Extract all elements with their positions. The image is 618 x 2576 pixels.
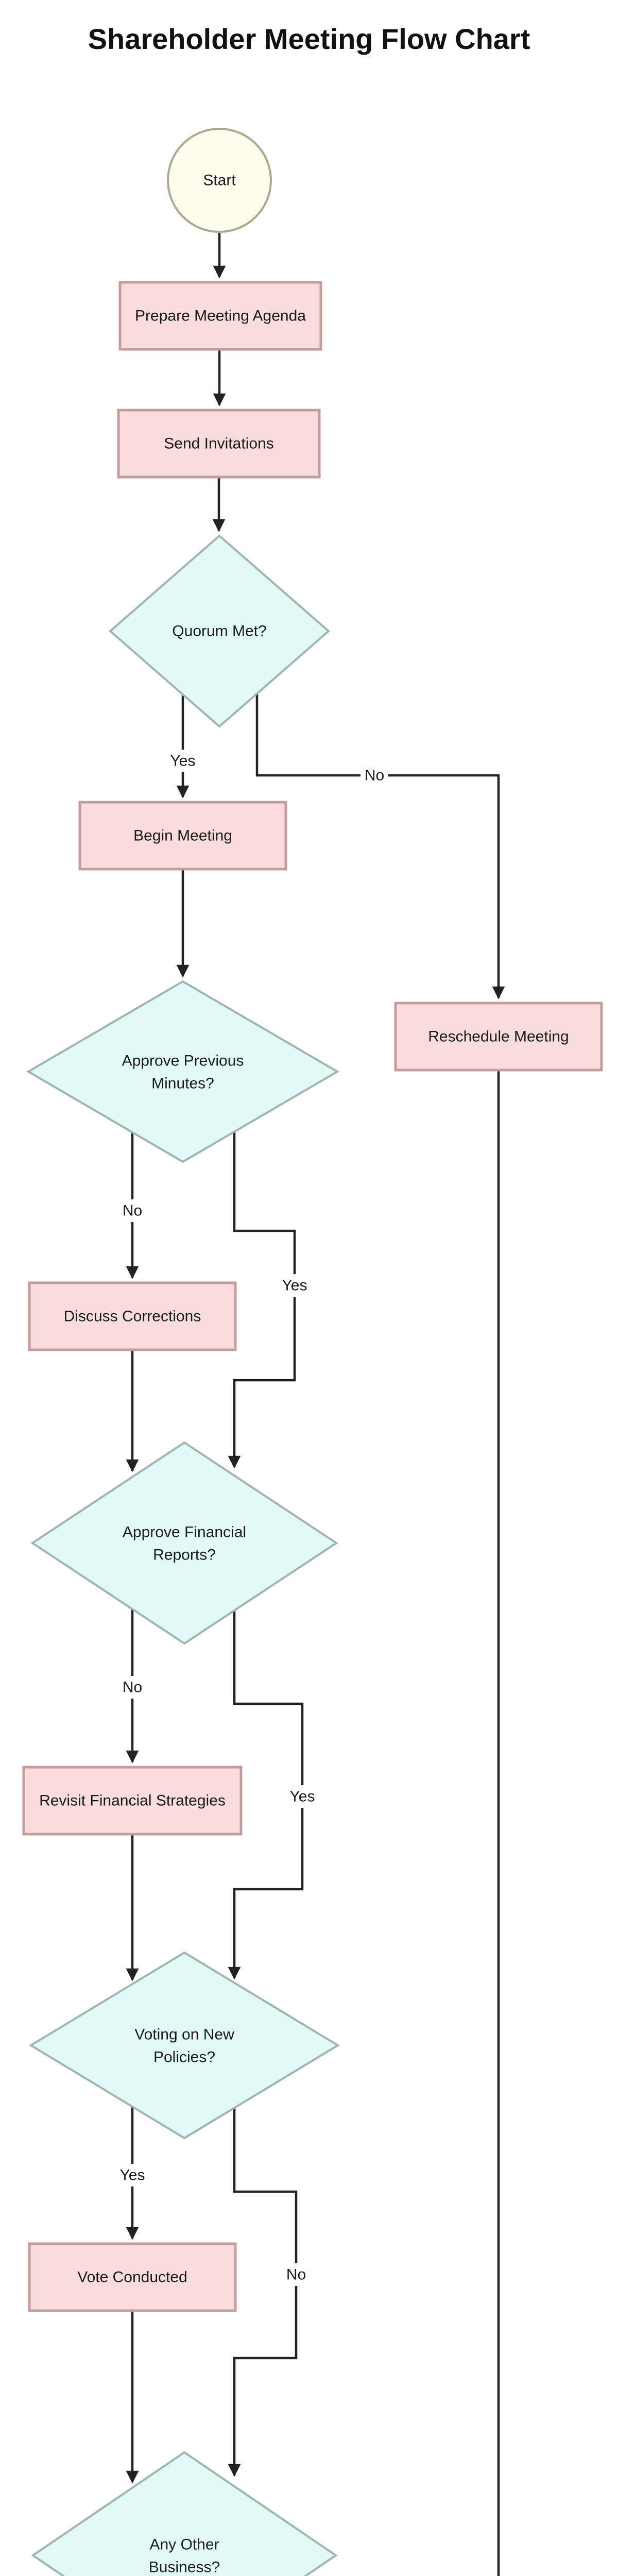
edge-voting-no-to-other-business bbox=[228, 2108, 298, 2477]
edge-quorum-no-to-reschedule bbox=[255, 664, 505, 999]
node-revisit-financial-strategies: Revisit Financial Strategies bbox=[22, 1766, 243, 1836]
node-approve-financial-reports-label-line1: Approve Financial bbox=[123, 1524, 246, 1541]
node-vote-conducted: Vote Conducted bbox=[28, 2242, 237, 2312]
node-any-other-business-label-line1: Any Other bbox=[149, 2536, 219, 2553]
node-send-invitations: Send Invitations bbox=[117, 409, 321, 479]
node-reschedule-meeting-label: Reschedule Meeting bbox=[428, 1028, 569, 1045]
node-quorum-met: Quorum Met? bbox=[108, 534, 331, 728]
node-prepare-agenda: Prepare Meeting Agenda bbox=[118, 281, 322, 351]
node-voting-new-policies-label-line1: Voting on New bbox=[134, 2026, 234, 2043]
node-revisit-financial-strategies-label: Revisit Financial Strategies bbox=[39, 1792, 226, 1809]
node-any-other-business: Any Other Business? bbox=[31, 2451, 338, 2576]
edge-minutes-yes-to-financial-reports bbox=[228, 1101, 296, 1469]
edge-label-text: Yes bbox=[290, 1788, 315, 1805]
edge-label-bg bbox=[167, 750, 198, 772]
process-shape bbox=[394, 1002, 603, 1072]
edge-label-bg bbox=[287, 1785, 318, 1808]
edge-label-text: Yes bbox=[282, 1277, 307, 1294]
process-shape bbox=[28, 2242, 237, 2312]
node-begin-meeting-label: Begin Meeting bbox=[133, 827, 232, 844]
decision-shape bbox=[31, 2451, 338, 2576]
node-discuss-corrections: Discuss Corrections bbox=[28, 1281, 237, 1351]
edge-label-financial-yes: Yes bbox=[287, 1785, 318, 1808]
edge-label-bg bbox=[360, 764, 388, 787]
edge-label-text: No bbox=[123, 1202, 142, 1219]
decision-shape bbox=[29, 1951, 340, 2140]
node-approve-previous-minutes: Approve Previous Minutes? bbox=[26, 980, 339, 1163]
edge-label-quorum-yes: Yes bbox=[167, 750, 198, 772]
node-reschedule-meeting: Reschedule Meeting bbox=[394, 1002, 603, 1072]
process-shape bbox=[117, 409, 321, 479]
edge-label-voting-no: No bbox=[282, 2263, 310, 2286]
edge-label-bg bbox=[118, 1199, 146, 1222]
process-shape bbox=[28, 1281, 237, 1351]
node-quorum-met-label: Quorum Met? bbox=[172, 623, 266, 640]
node-approve-previous-minutes-label-line1: Approve Previous bbox=[122, 1053, 244, 1070]
page-title: Shareholder Meeting Flow Chart bbox=[88, 23, 530, 55]
start-terminal-shape bbox=[167, 128, 272, 233]
node-voting-new-policies-label-line2: Policies? bbox=[153, 2049, 215, 2066]
node-voting-new-policies: Voting on New Policies? bbox=[29, 1951, 340, 2140]
node-start: Start bbox=[167, 128, 272, 233]
decision-shape bbox=[26, 980, 339, 1163]
edge-label-bg bbox=[279, 1274, 310, 1297]
node-send-invitations-label: Send Invitations bbox=[164, 435, 273, 452]
node-start-label: Start bbox=[203, 172, 236, 189]
node-vote-conducted-label: Vote Conducted bbox=[77, 2269, 187, 2286]
edge-label-text: No bbox=[365, 767, 384, 784]
edge-label-quorum-no: No bbox=[360, 764, 388, 787]
edge-label-text: No bbox=[123, 1679, 142, 1696]
edge-label-text: No bbox=[286, 2266, 306, 2283]
node-approve-previous-minutes-label-line2: Minutes? bbox=[151, 1075, 214, 1092]
edge-label-text: Yes bbox=[120, 2167, 145, 2184]
process-shape bbox=[78, 801, 287, 871]
node-prepare-agenda-label: Prepare Meeting Agenda bbox=[135, 308, 306, 325]
node-discuss-corrections-label: Discuss Corrections bbox=[64, 1308, 201, 1325]
edge-label-minutes-no: No bbox=[118, 1199, 146, 1222]
node-any-other-business-label-line2: Business? bbox=[149, 2559, 220, 2576]
edge-label-financial-no: No bbox=[118, 1676, 146, 1699]
edge-label-text: Yes bbox=[170, 753, 196, 770]
edge-reschedule-to-end bbox=[497, 1070, 500, 2576]
process-shape bbox=[22, 1766, 243, 1836]
node-begin-meeting: Begin Meeting bbox=[78, 801, 287, 871]
process-shape bbox=[118, 281, 322, 351]
decision-shape bbox=[30, 1441, 338, 1645]
edge-label-bg bbox=[117, 2164, 148, 2187]
edge-label-bg bbox=[282, 2263, 310, 2286]
edge-label-voting-yes: Yes bbox=[117, 2164, 148, 2187]
node-approve-financial-reports-label-line2: Reports? bbox=[153, 1547, 216, 1564]
edge-label-bg bbox=[118, 1676, 146, 1699]
edge-label-minutes-yes: Yes bbox=[279, 1274, 310, 1297]
decision-shape bbox=[108, 534, 331, 728]
node-approve-financial-reports: Approve Financial Reports? bbox=[30, 1441, 338, 1645]
